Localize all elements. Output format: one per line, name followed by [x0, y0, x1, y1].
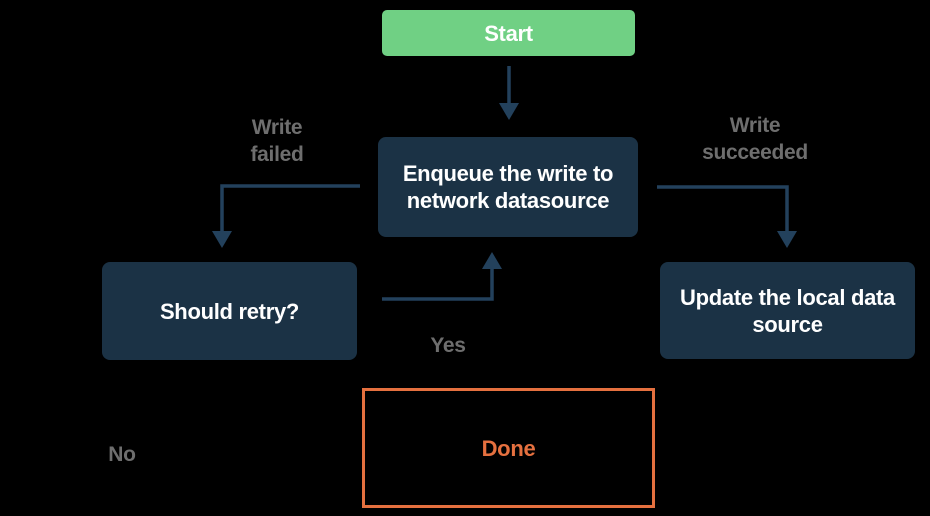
- edge-enqueue-to-should-retry: [212, 184, 360, 248]
- edge-line-yes: [382, 267, 494, 301]
- arrowhead-down-icon: [212, 231, 232, 248]
- edge-start-to-enqueue: [499, 66, 519, 120]
- node-update-local-data-label: Update the local data source: [680, 284, 895, 337]
- edge-line-write-succeeded: [657, 185, 789, 232]
- edge-label-write-failed: Write failed: [250, 116, 304, 166]
- arrowhead-up-icon: [482, 252, 502, 269]
- node-enqueue-write-label: Enqueue the write to network datasource: [402, 161, 614, 213]
- node-enqueue-write: Enqueue the write to network datasource: [378, 137, 638, 237]
- edge-should-retry-to-enqueue: [382, 252, 502, 301]
- arrowhead-down-icon: [499, 103, 519, 120]
- edge-label-write-succeeded: Write succeeded: [702, 114, 808, 164]
- node-done-label: Done: [481, 435, 536, 461]
- node-should-retry: Should retry?: [102, 262, 357, 360]
- node-start: Start: [382, 10, 635, 56]
- edge-label-no: No: [108, 443, 136, 466]
- edge-line-write-failed: [220, 184, 360, 233]
- node-start-label: Start: [484, 20, 533, 46]
- node-done: Done: [362, 388, 655, 508]
- edge-label-yes: Yes: [430, 334, 466, 357]
- node-update-local-data: Update the local data source: [660, 262, 915, 359]
- node-should-retry-label: Should retry?: [159, 298, 300, 324]
- edge-enqueue-to-update-local: [657, 185, 797, 248]
- arrowhead-down-icon: [777, 231, 797, 248]
